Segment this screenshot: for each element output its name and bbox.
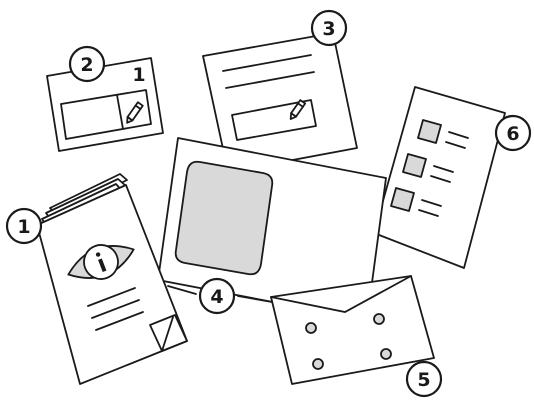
checkbox-icon: [391, 188, 414, 211]
checklist-page: [374, 87, 505, 268]
callout-2-label: 2: [80, 54, 93, 76]
window-document-pane: [176, 162, 273, 275]
callout-3-label: 3: [322, 18, 335, 40]
envelope-dot: [381, 349, 391, 359]
callout-5-label: 5: [417, 369, 430, 391]
callout-4: 4: [200, 279, 234, 313]
callout-4-label: 4: [210, 286, 223, 308]
callout-6: 6: [496, 116, 530, 150]
envelope-dot: [374, 314, 384, 324]
checklist-sheet: [374, 87, 505, 268]
callout-1: 1: [7, 209, 41, 243]
checkbox-icon: [418, 120, 441, 143]
envelope-dot: [313, 359, 323, 369]
callout-3: 3: [312, 11, 346, 45]
callout-2: 2: [70, 47, 104, 81]
checkbox-icon: [403, 154, 426, 177]
small-form-count: 1: [132, 64, 145, 86]
callout-6-label: 6: [506, 123, 519, 145]
callout-5: 5: [407, 362, 441, 396]
envelope-dot: [306, 323, 316, 333]
booklet-cover: [37, 185, 187, 384]
small-form-card: 1: [47, 58, 163, 151]
callout-1-label: 1: [17, 216, 30, 238]
